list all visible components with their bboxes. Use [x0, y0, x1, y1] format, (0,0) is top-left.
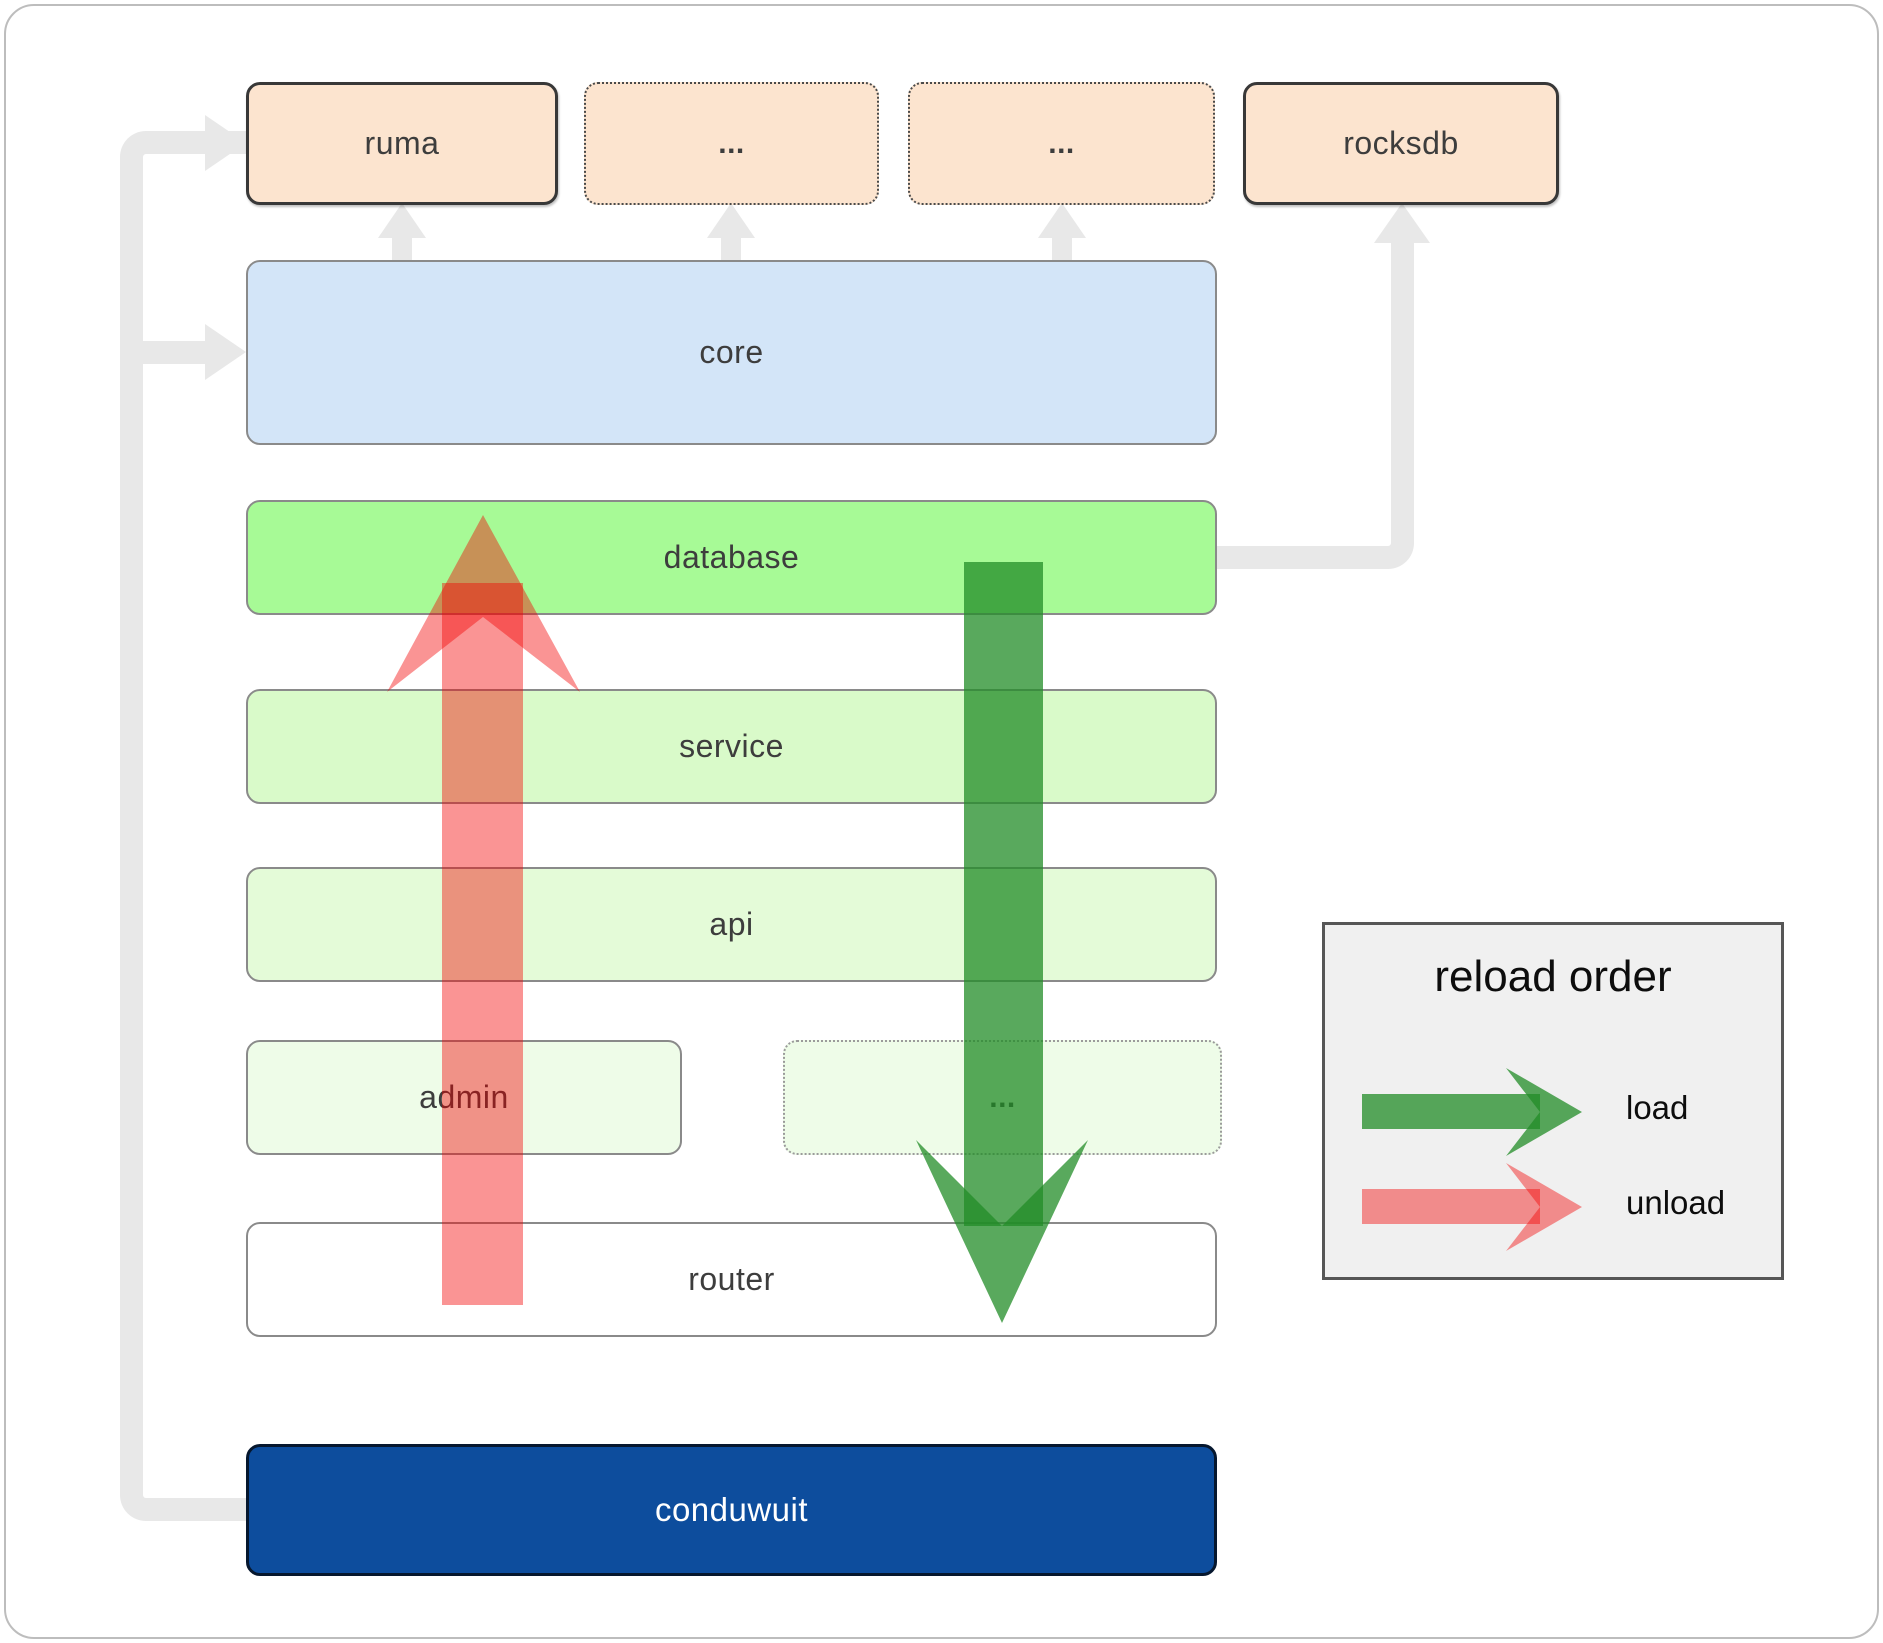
box-database: database	[246, 500, 1217, 615]
box-rocksdb-label: rocksdb	[1343, 125, 1459, 161]
connector-core-to-ruma	[392, 232, 412, 262]
box-top-dots-2-label: ...	[1048, 126, 1075, 160]
box-conduwuit: conduwuit	[246, 1444, 1217, 1576]
box-rocksdb: rocksdb	[1243, 82, 1559, 205]
connector-core-branch	[143, 341, 205, 364]
connector-left-loop	[120, 131, 246, 1521]
box-core: core	[246, 260, 1217, 445]
outer-frame	[4, 4, 1879, 1639]
box-service: service	[246, 689, 1217, 804]
arrowhead-into-core-icon	[205, 324, 246, 380]
box-router: router	[246, 1222, 1217, 1337]
unload-arrow-shaft	[442, 583, 523, 1305]
legend-load-arrow-shaft	[1362, 1094, 1540, 1129]
box-top-dots-1-label: ...	[718, 126, 745, 160]
box-router-label: router	[688, 1261, 775, 1297]
box-top-dots-1: ...	[584, 82, 879, 205]
arrowhead-into-rocksdb-icon	[1374, 203, 1430, 243]
box-api-label: api	[709, 906, 754, 942]
box-ruma: ruma	[246, 82, 558, 205]
box-conduwuit-label: conduwuit	[654, 1491, 809, 1528]
box-api: api	[246, 867, 1217, 982]
connector-database-to-rocksdb	[1217, 235, 1414, 569]
load-arrow-shaft	[964, 562, 1043, 1226]
legend-title: reload order	[1434, 952, 1672, 1001]
connector-core-to-dots1	[721, 232, 741, 262]
box-service-label: service	[679, 728, 784, 764]
legend-unload-label: unload	[1626, 1184, 1726, 1221]
box-admin-label: admin	[419, 1079, 509, 1115]
legend-load-label: load	[1626, 1089, 1689, 1126]
box-ruma-label: ruma	[364, 125, 440, 161]
box-top-dots-2: ...	[908, 82, 1215, 205]
box-core-label: core	[699, 334, 764, 370]
legend-unload-arrow-shaft	[1362, 1189, 1540, 1224]
connector-core-to-dots2	[1052, 232, 1072, 262]
box-database-label: database	[663, 539, 800, 575]
box-admin: admin	[246, 1040, 682, 1155]
arrowhead-into-ruma-icon	[205, 115, 246, 171]
